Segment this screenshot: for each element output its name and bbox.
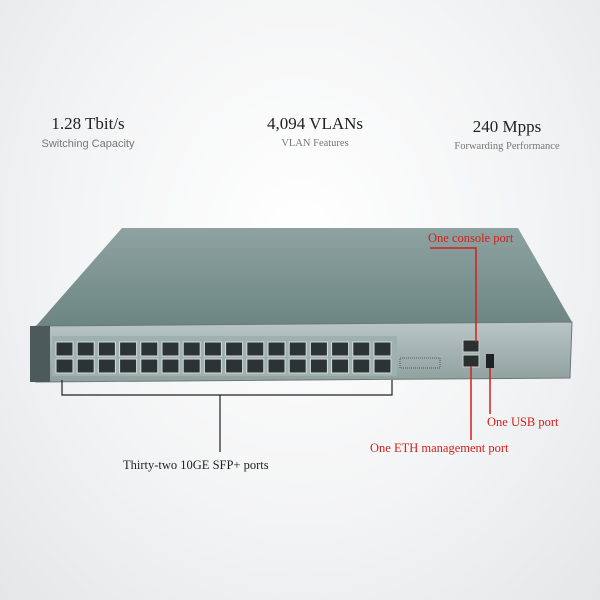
console-port-callout: One console port bbox=[428, 231, 514, 245]
vent-grille bbox=[399, 357, 441, 369]
sfp-port bbox=[55, 358, 74, 374]
sfp-port bbox=[76, 341, 95, 357]
sfp-port bbox=[182, 358, 201, 374]
stat-vlans: 4,094 VLANs VLAN Features bbox=[225, 114, 405, 149]
sfp-port bbox=[225, 341, 244, 357]
stat-forwarding: 240 Mpps Forwarding Performance bbox=[417, 117, 597, 152]
usb-port bbox=[486, 354, 494, 368]
sfp-port bbox=[331, 358, 350, 374]
sfp-port bbox=[309, 358, 328, 374]
sfp-port bbox=[352, 358, 371, 374]
sfp-port bbox=[119, 341, 138, 357]
sfp-port bbox=[161, 358, 180, 374]
sfp-port bbox=[373, 358, 392, 374]
eth-port-callout: One ETH management port bbox=[370, 441, 509, 455]
sfp-port bbox=[352, 341, 371, 357]
sfp-port bbox=[288, 341, 307, 357]
sfp-port bbox=[182, 341, 201, 357]
sfp-port bbox=[331, 341, 350, 357]
stat-value: 4,094 VLANs bbox=[266, 114, 364, 133]
sfp-port bbox=[140, 341, 159, 357]
sfp-port bbox=[161, 341, 180, 357]
switch-left-ear bbox=[30, 326, 50, 382]
usb-port-callout: One USB port bbox=[487, 415, 559, 429]
stat-label: VLAN Features bbox=[281, 138, 349, 149]
sfp-port bbox=[97, 358, 116, 374]
stat-value: 240 Mpps bbox=[472, 117, 542, 136]
sfp-port bbox=[246, 341, 265, 357]
sfp-bracket bbox=[61, 380, 393, 396]
sfp-port bbox=[267, 358, 286, 374]
sfp-port bbox=[246, 358, 265, 374]
sfp-port bbox=[373, 341, 392, 357]
console-port bbox=[462, 339, 480, 353]
sfp-port bbox=[267, 341, 286, 357]
sfp-port bbox=[76, 358, 95, 374]
sfp-port bbox=[225, 358, 244, 374]
switch-top-panel bbox=[36, 228, 572, 326]
stat-label: Forwarding Performance bbox=[454, 141, 560, 152]
sfp-port-group bbox=[55, 341, 392, 374]
sfp-port bbox=[203, 358, 222, 374]
sfp-port bbox=[203, 341, 222, 357]
sfp-port bbox=[288, 358, 307, 374]
stat-switching-capacity: 1.28 Tbit/s Switching Capacity bbox=[0, 114, 178, 150]
sfp-port bbox=[55, 341, 74, 357]
sfp-ports-callout: Thirty-two 10GE SFP+ ports bbox=[123, 458, 269, 472]
stat-value: 1.28 Tbit/s bbox=[51, 114, 125, 133]
console-callout-line bbox=[430, 247, 477, 342]
eth-management-port bbox=[462, 354, 480, 368]
sfp-port bbox=[309, 341, 328, 357]
sfp-port bbox=[140, 358, 159, 374]
sfp-port bbox=[97, 341, 116, 357]
sfp-port bbox=[119, 358, 138, 374]
stat-label: Switching Capacity bbox=[41, 138, 135, 150]
